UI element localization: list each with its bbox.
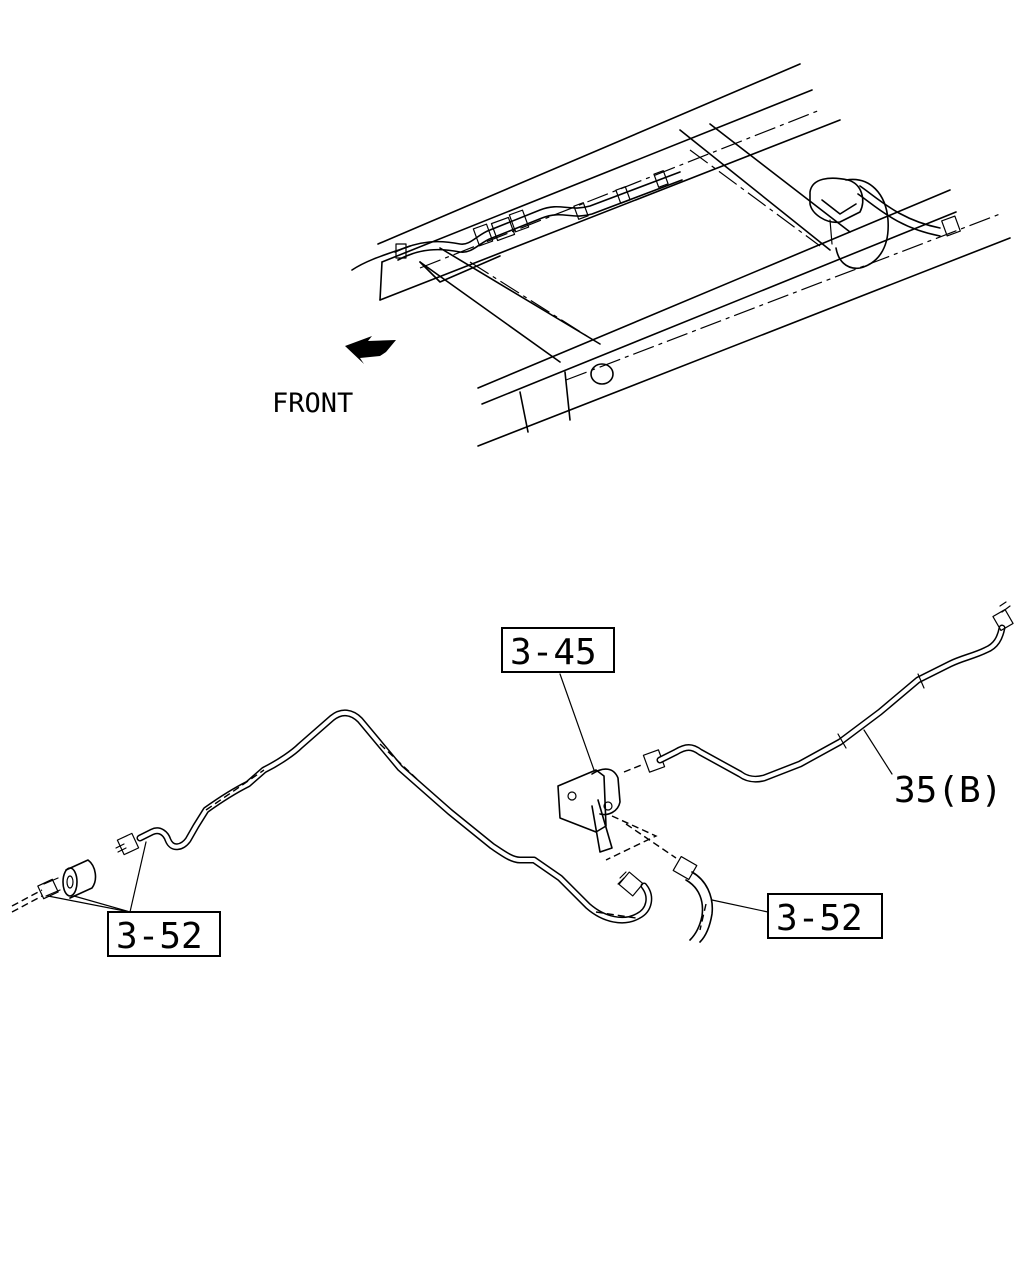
junction-bracket xyxy=(557,763,677,861)
frame-end-fitting xyxy=(941,215,961,237)
pipe-end-fitting-left xyxy=(115,832,140,856)
front-label: FRONT xyxy=(272,388,353,419)
callout-3-52-left: 3-52 xyxy=(47,841,221,957)
left-fitting-nut xyxy=(37,877,61,900)
frame-start-fitting xyxy=(395,243,407,259)
front-arrow-icon xyxy=(345,336,396,364)
frame-fitting-3 xyxy=(508,209,530,233)
callout-3-52-right: 3-52 xyxy=(711,893,883,939)
pipe-end-fitting-right-lower xyxy=(617,871,644,897)
frame-clip-2 xyxy=(615,186,631,204)
incoming-pipe-left xyxy=(11,895,43,913)
frame-brake-pipe xyxy=(394,170,961,261)
callout-3-52-left-label: 3-52 xyxy=(116,916,203,957)
left-brake-pipe xyxy=(136,709,653,924)
frame-hole xyxy=(590,363,614,385)
frame-clip-3 xyxy=(653,170,669,188)
frame-overview: FRONT xyxy=(272,63,1011,447)
callout-3-45-label: 3-45 xyxy=(510,632,597,673)
callout-3-52-right-label: 3-52 xyxy=(776,898,863,939)
pipe-35b-fitting-right xyxy=(992,608,1014,632)
union-connector xyxy=(62,859,97,899)
callout-35b-label: 35(B) xyxy=(894,770,1002,811)
callout-35b: 35(B) xyxy=(863,729,1002,811)
frame-valve-assembly xyxy=(809,177,889,270)
frame-clip-1 xyxy=(573,202,589,220)
frame-fitting-1 xyxy=(472,223,494,247)
pipe-35b xyxy=(642,601,1014,783)
front-direction: FRONT xyxy=(272,336,396,419)
right-fitting xyxy=(672,855,714,943)
frame-fitting-2 xyxy=(490,216,516,242)
right-side-rail xyxy=(477,189,1011,447)
pipe-detail: 3-45 3-52 3-52 35(B) xyxy=(11,601,1014,957)
cross-members xyxy=(419,123,851,363)
left-side-rail xyxy=(351,63,841,301)
callout-3-45: 3-45 xyxy=(501,627,615,771)
